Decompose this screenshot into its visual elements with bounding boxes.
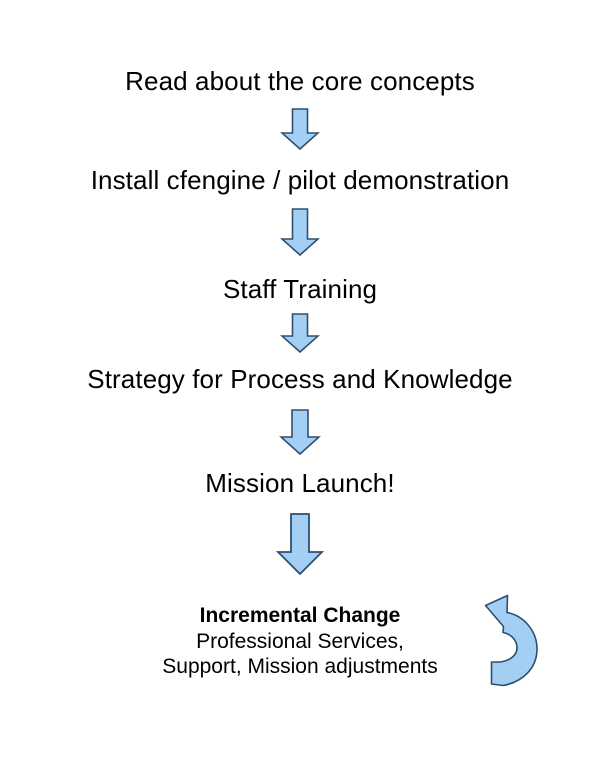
down-arrow-icon (280, 108, 320, 150)
curved-loop-arrow-icon (459, 592, 543, 688)
flow-step-install-cfengine-pilot-demonstration: Install cfengine / pilot demonstration (90, 165, 510, 195)
flow-step-mission-launch: Mission Launch! (205, 468, 395, 498)
flow-step-strategy-for-process-and-knowledge: Strategy for Process and Knowledge (87, 364, 513, 394)
down-arrow-icon (279, 409, 321, 455)
final-outcome-block: Incremental Change Professional Services… (0, 604, 600, 679)
flow-step-read-about-the-core-concepts: Read about the core concepts (125, 66, 475, 96)
flow-step-staff-training: Staff Training (222, 274, 378, 304)
final-block-line-2: Support, Mission adjustments (162, 654, 438, 678)
final-block-line-1: Professional Services, (196, 629, 404, 653)
down-arrow-icon (276, 513, 324, 575)
final-block-title: Incremental Change (199, 604, 401, 627)
down-arrow-icon (280, 313, 320, 353)
down-arrow-icon (280, 208, 320, 256)
